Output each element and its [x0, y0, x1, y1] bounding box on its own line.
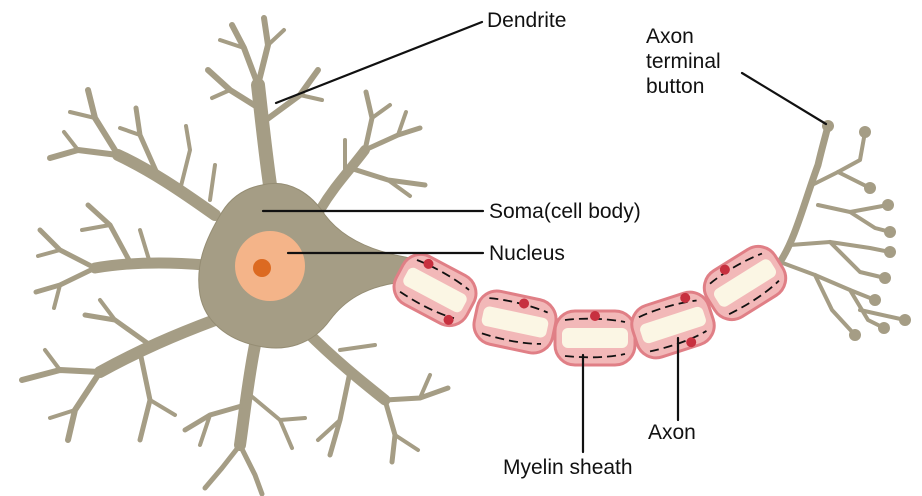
axon-label: Axon	[648, 420, 696, 445]
myelin-segment	[555, 311, 635, 365]
nucleus-label: Nucleus	[489, 241, 565, 266]
myelin-segment	[627, 287, 720, 363]
axon-terminal-label: Axon terminal button	[646, 24, 721, 99]
dendrite-leader-line	[276, 22, 482, 103]
axon-terminal-label-line-2: terminal	[646, 49, 721, 74]
terminal-buttons	[822, 120, 911, 341]
nucleolus	[253, 259, 271, 277]
axon-terminal-label-line-1: Axon	[646, 24, 721, 49]
axon-terminal-label-line-3: button	[646, 74, 721, 99]
axon-terminal-leader-line	[742, 73, 826, 124]
myelin-segments	[387, 239, 793, 365]
soma-label: Soma(cell body)	[489, 199, 641, 224]
dendrite-label: Dendrite	[487, 8, 566, 33]
myelin-segment	[470, 287, 559, 356]
myelin-sheath-label: Myelin sheath	[503, 455, 633, 480]
